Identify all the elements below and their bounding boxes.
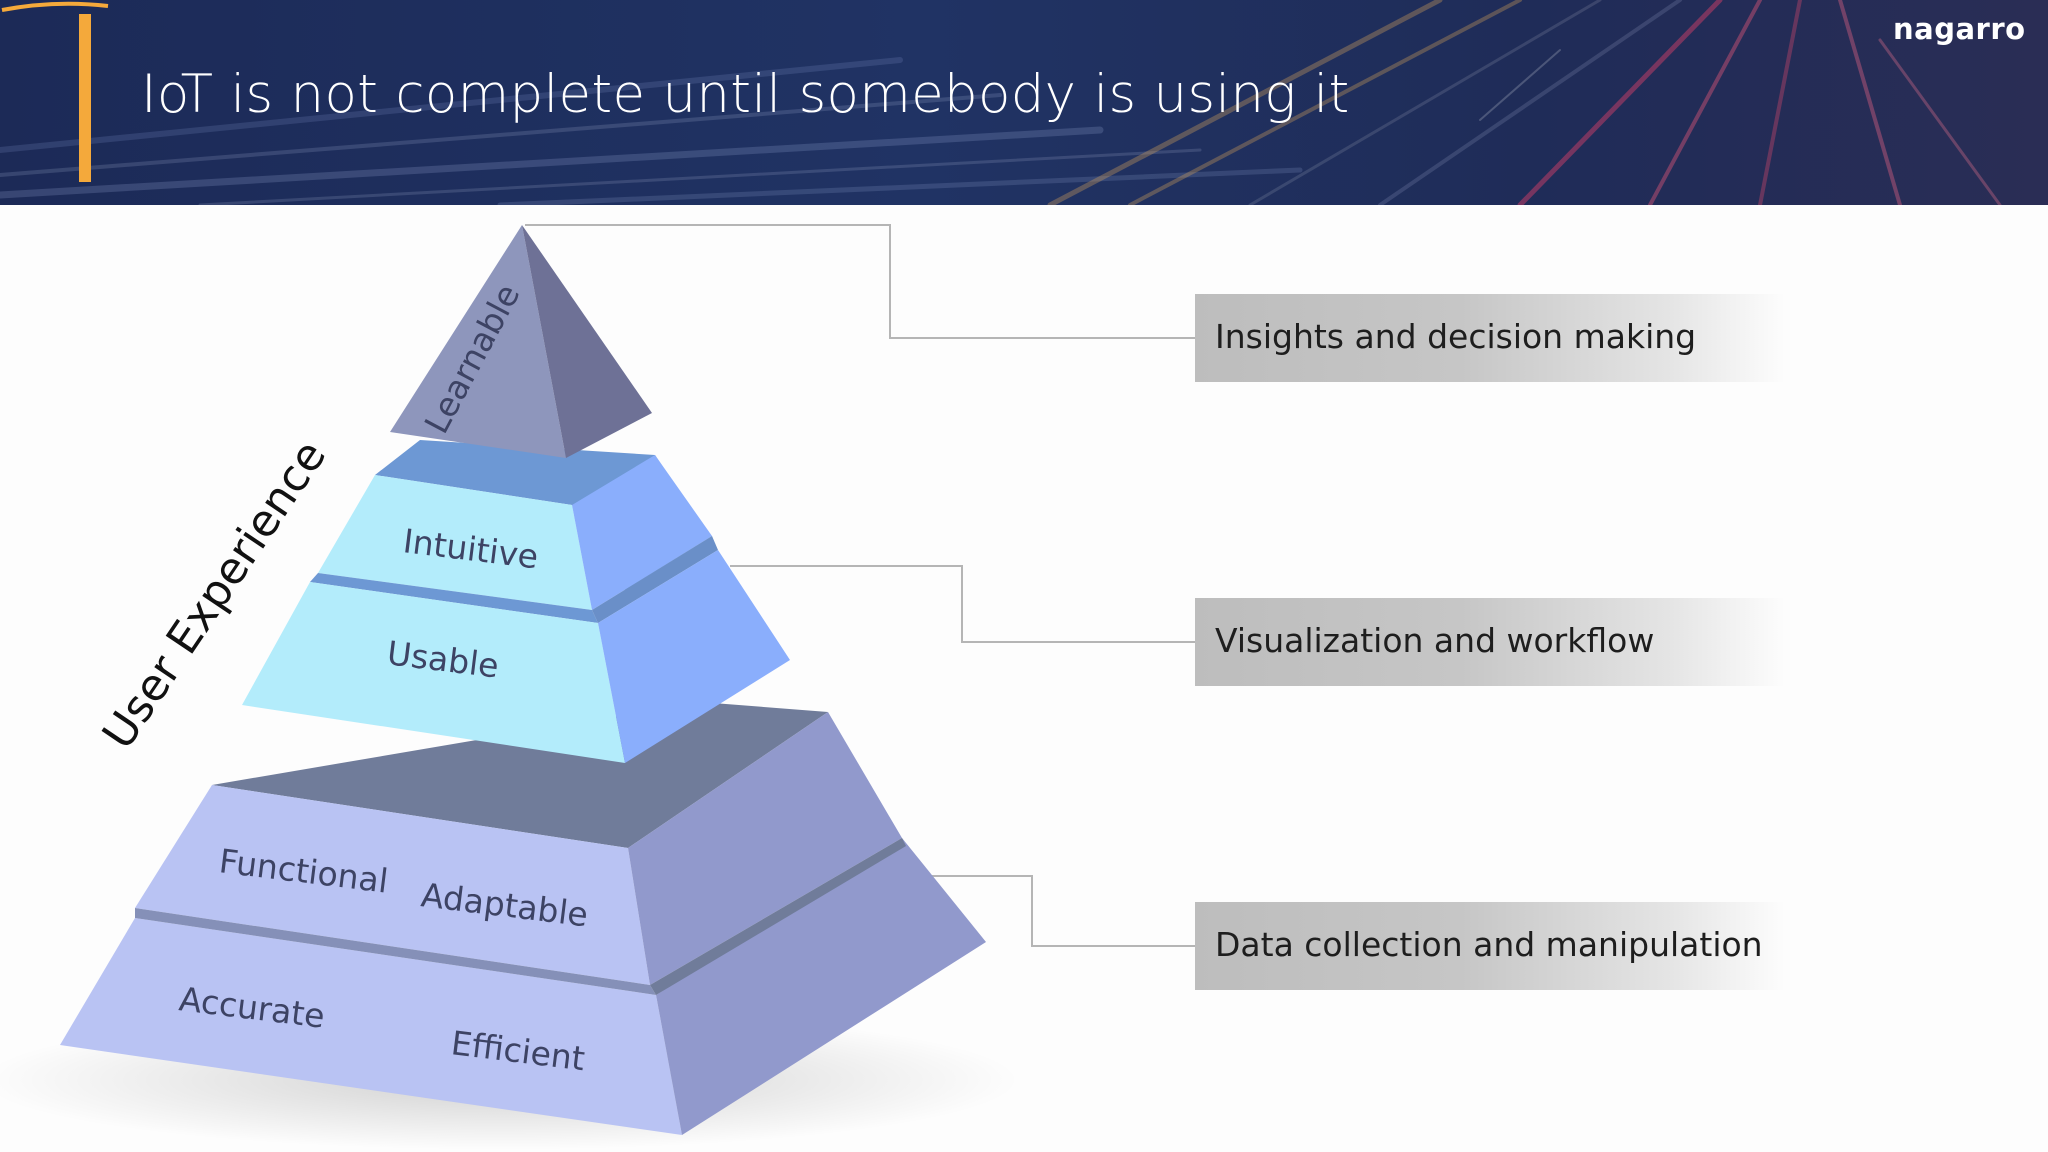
logo-swoosh-icon (1, 1, 109, 12)
callout-visualization: Visualization and workflow (1195, 598, 1785, 686)
title-accent-bar (79, 14, 91, 182)
pyramid-top-tier (390, 225, 652, 458)
pyramid-base-tier (60, 702, 986, 1135)
header-banner: IoT is not complete until somebody is us… (0, 0, 2048, 205)
connector-line-top (525, 224, 1195, 339)
pyramid-upper-tier (242, 440, 790, 763)
callout-insights: Insights and decision making (1195, 294, 1785, 382)
callout-data-collection: Data collection and manipulation (1195, 902, 1785, 990)
slide-title: IoT is not complete until somebody is us… (141, 64, 1350, 125)
connector-line-bottom (870, 875, 1195, 947)
callout-label: Data collection and manipulation (1215, 925, 1763, 964)
callout-label: Visualization and workflow (1215, 621, 1655, 660)
highway-lights-background (0, 0, 2002, 205)
callout-label: Insights and decision making (1215, 317, 1697, 356)
brand-logo: nagarro (1893, 12, 2026, 46)
connector-line-middle (730, 565, 1195, 643)
